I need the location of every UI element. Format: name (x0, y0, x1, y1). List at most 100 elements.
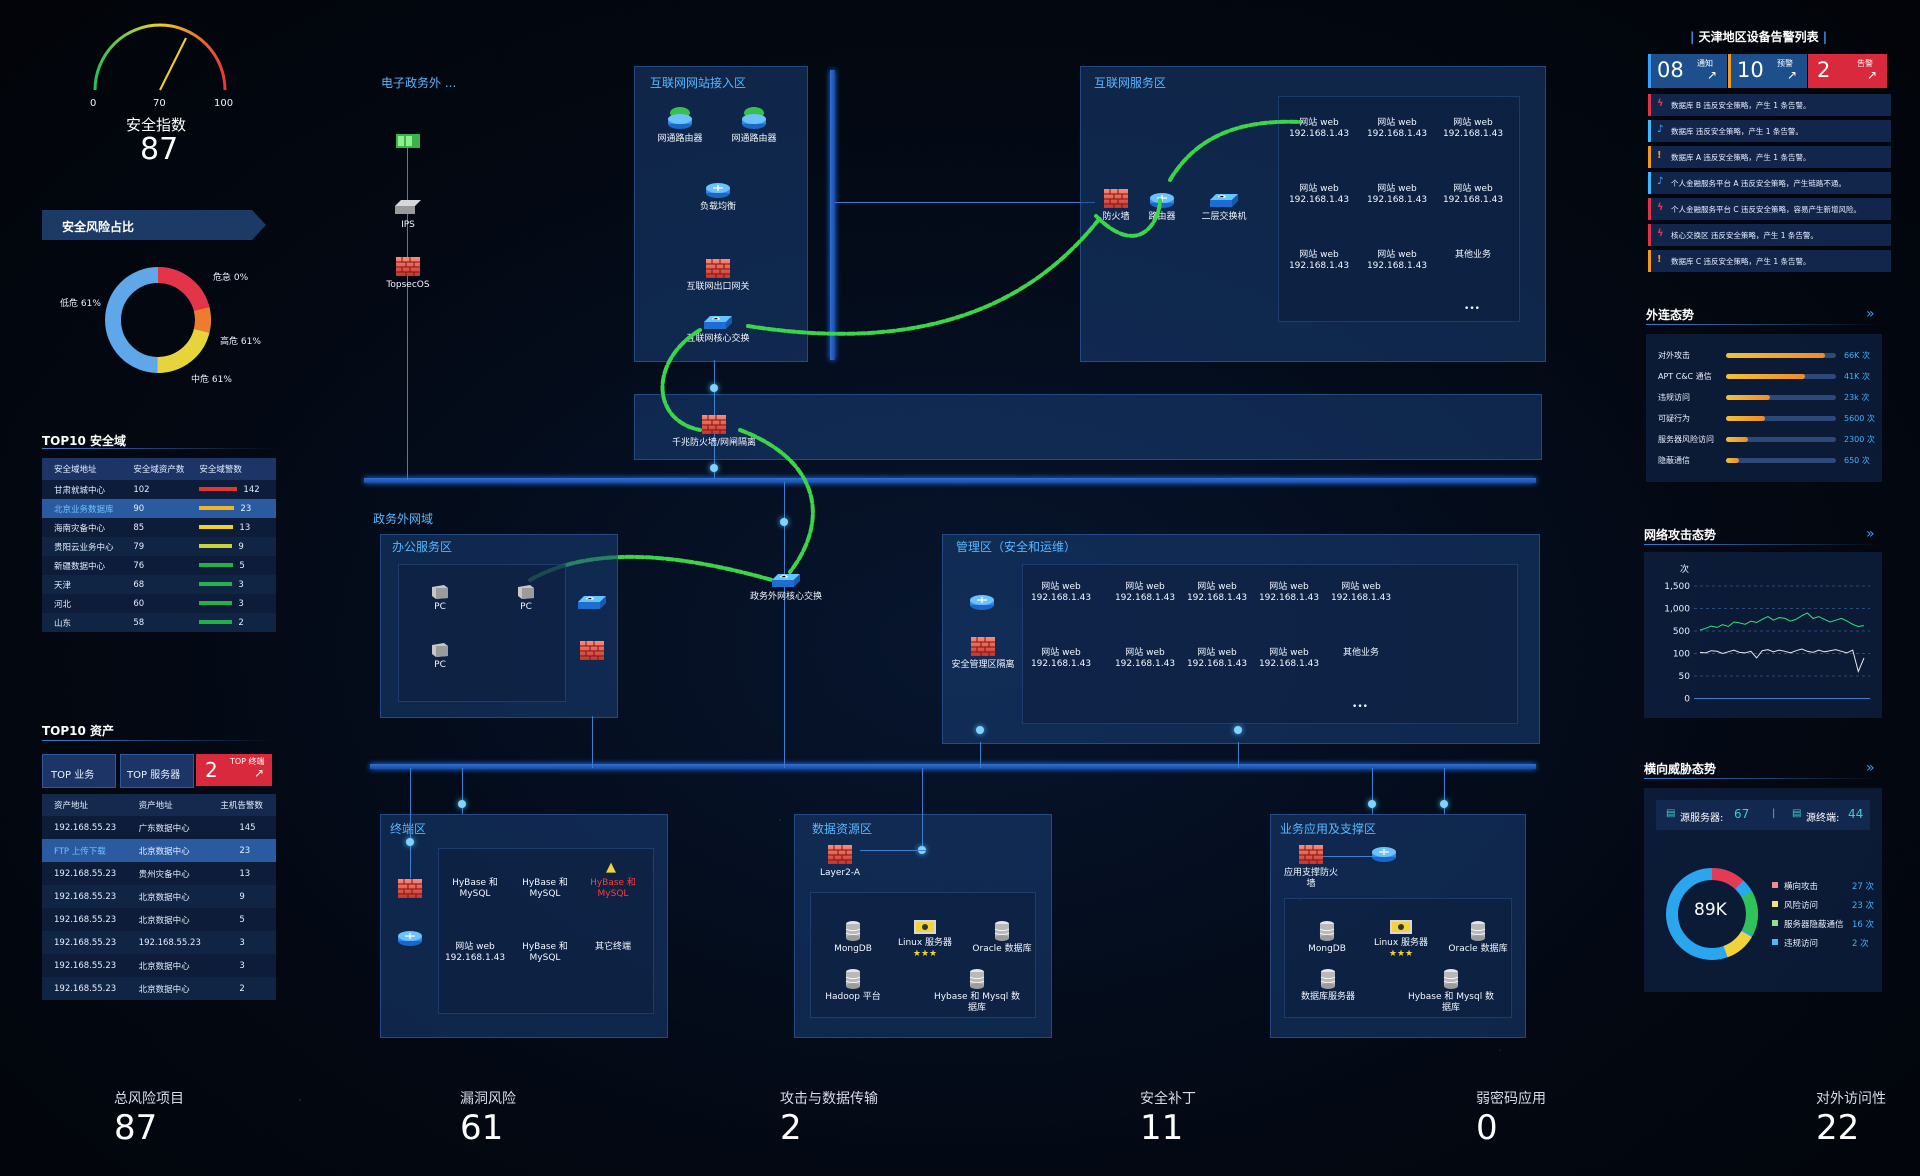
alert-counter-num: 2 (1817, 58, 1830, 82)
switch-icon (576, 594, 608, 612)
kpi-label: 攻击与数据传输 (780, 1088, 878, 1108)
legend-label: 服务器隐蔽通信 (1784, 918, 1844, 930)
outbound-value: 23k 次 (1844, 392, 1869, 403)
office-firewall-node[interactable] (578, 638, 606, 664)
alert-item[interactable]: ♪数据库 违反安全策略，产生 1 条告警。 (1648, 120, 1891, 142)
biz-hybase-node[interactable]: Hybase 和 Mysql 数据库 (1404, 968, 1498, 1014)
data-hybase-node[interactable]: Hybase 和 Mysql 数据库 (930, 968, 1024, 1014)
server-ip: 192.168.1.43 (1187, 659, 1247, 669)
server-ip: 192.168.1.43 (1259, 659, 1319, 669)
router-icon (396, 930, 424, 948)
server-node[interactable]: HyBase 和 MySQL (580, 876, 646, 900)
server-label: 网站 web (455, 942, 494, 952)
outbound-more-icon[interactable]: » (1866, 306, 1875, 322)
mgmt-isolation-label: 安全管理区隔离 (951, 660, 1014, 670)
server-label: 网站 web (1125, 648, 1164, 658)
alert-item[interactable]: !数据库 C 违反安全策略，产生 1 条告警。 (1648, 250, 1891, 272)
terminal-firewall-node[interactable] (396, 876, 424, 902)
lateral-more-icon[interactable]: » (1866, 760, 1875, 776)
server-ip: 192.168.1.43 (1115, 659, 1175, 669)
data-mongodb-node[interactable]: MongDB (828, 920, 878, 955)
data-hadoop-node[interactable]: Hadoop 平台 (822, 968, 884, 1003)
biz-oracle-node[interactable]: Oracle 数据库 (1446, 920, 1510, 955)
src-server-label: 源服务器: (1680, 809, 1723, 824)
bolt-icon: ϟ (1657, 202, 1664, 213)
pc-node-1[interactable]: PC (428, 584, 452, 613)
outbound-value: 650 次 (1844, 455, 1870, 466)
pc-label-1: PC (434, 602, 446, 612)
attack-trend-more-icon[interactable]: » (1866, 526, 1875, 542)
alert-counter-num: 08 (1657, 58, 1684, 82)
outbound-title: 外连态势 (1646, 306, 1694, 323)
data-linux-node[interactable]: Linux 服务器 ★★★ (896, 918, 954, 960)
outbound-bar (1726, 374, 1805, 379)
database-icon (1442, 968, 1460, 990)
app-firewall-node[interactable]: 应用支撑防火墙 (1280, 842, 1342, 890)
warning-icon: ! (1657, 254, 1662, 265)
legend-swatch (1772, 882, 1778, 888)
server-node[interactable]: 其它终端 (580, 940, 646, 953)
alert-item[interactable]: !数据库 A 违反安全策略，产生 1 条告警。 (1648, 146, 1891, 168)
server-node[interactable]: HyBase 和 MySQL (442, 876, 508, 900)
egov-domain-title: 政务外网域 (373, 510, 433, 527)
key-icon (1404, 1090, 1458, 1144)
server-label: 网站 web (1041, 648, 1080, 658)
alert-text: 数据库 A 违反安全策略，产生 1 条告警。 (1671, 152, 1810, 163)
biz-linux-stars: ★★★ (1389, 949, 1413, 959)
data-zone-title: 数据资源区 (812, 820, 872, 837)
office-title: 办公服务区 (392, 538, 452, 555)
alert-text: 个人金融服务平台 C 违反安全策略，容易产生新增风险。 (1671, 204, 1861, 215)
biz-router-node[interactable] (1368, 846, 1400, 866)
biz-mongodb-node[interactable]: MongDB (1302, 920, 1352, 955)
database-icon (993, 920, 1011, 942)
mgmt-router-node[interactable] (966, 594, 998, 614)
server-node[interactable]: 其他业务 (1328, 646, 1394, 659)
alert-item[interactable]: ϟ 个人金融服务平台 C 违反安全策略，容易产生新增风险。 (1648, 198, 1891, 220)
server-node[interactable]: HyBase 和 MySQL (512, 876, 578, 900)
server-node[interactable]: HyBase 和 MySQL (512, 940, 578, 964)
src-terminal-label: 源终端: (1806, 809, 1839, 824)
outbound-bar (1726, 395, 1770, 400)
biz-linux-node[interactable]: Linux 服务器 ★★★ (1372, 918, 1430, 960)
alert-item[interactable]: ♪个人金融服务平台 A 违反安全策略，产生链路不通。 (1648, 172, 1891, 194)
terminal-router-node[interactable] (394, 930, 426, 950)
arrow-up-right-icon: ↗ (1867, 68, 1877, 82)
bug-icon (388, 1090, 442, 1144)
database-icon (844, 968, 862, 990)
pc-icon (430, 642, 450, 658)
office-switch-node[interactable] (576, 594, 608, 614)
pc-icon (516, 584, 536, 600)
layer2-node[interactable]: Layer2-A (816, 842, 864, 879)
mgmt-isolation-node[interactable]: 安全管理区隔离 (950, 634, 1016, 671)
switch-icon (770, 572, 802, 590)
biz-db-server-node[interactable]: 数据库服务器 (1298, 968, 1358, 1003)
pc-node-2[interactable]: PC (514, 584, 538, 613)
data-oracle-node[interactable]: Oracle 数据库 (970, 920, 1034, 955)
kpi-value: 61 (460, 1108, 503, 1148)
pc-node-3[interactable]: PC (428, 642, 452, 671)
egov-core-switch-node[interactable]: 政务外网核心交换 (744, 572, 828, 603)
terminal-icon: ▤ (1792, 808, 1801, 819)
alert-text: 个人金融服务平台 A 违反安全策略，产生链路不通。 (1671, 178, 1846, 189)
